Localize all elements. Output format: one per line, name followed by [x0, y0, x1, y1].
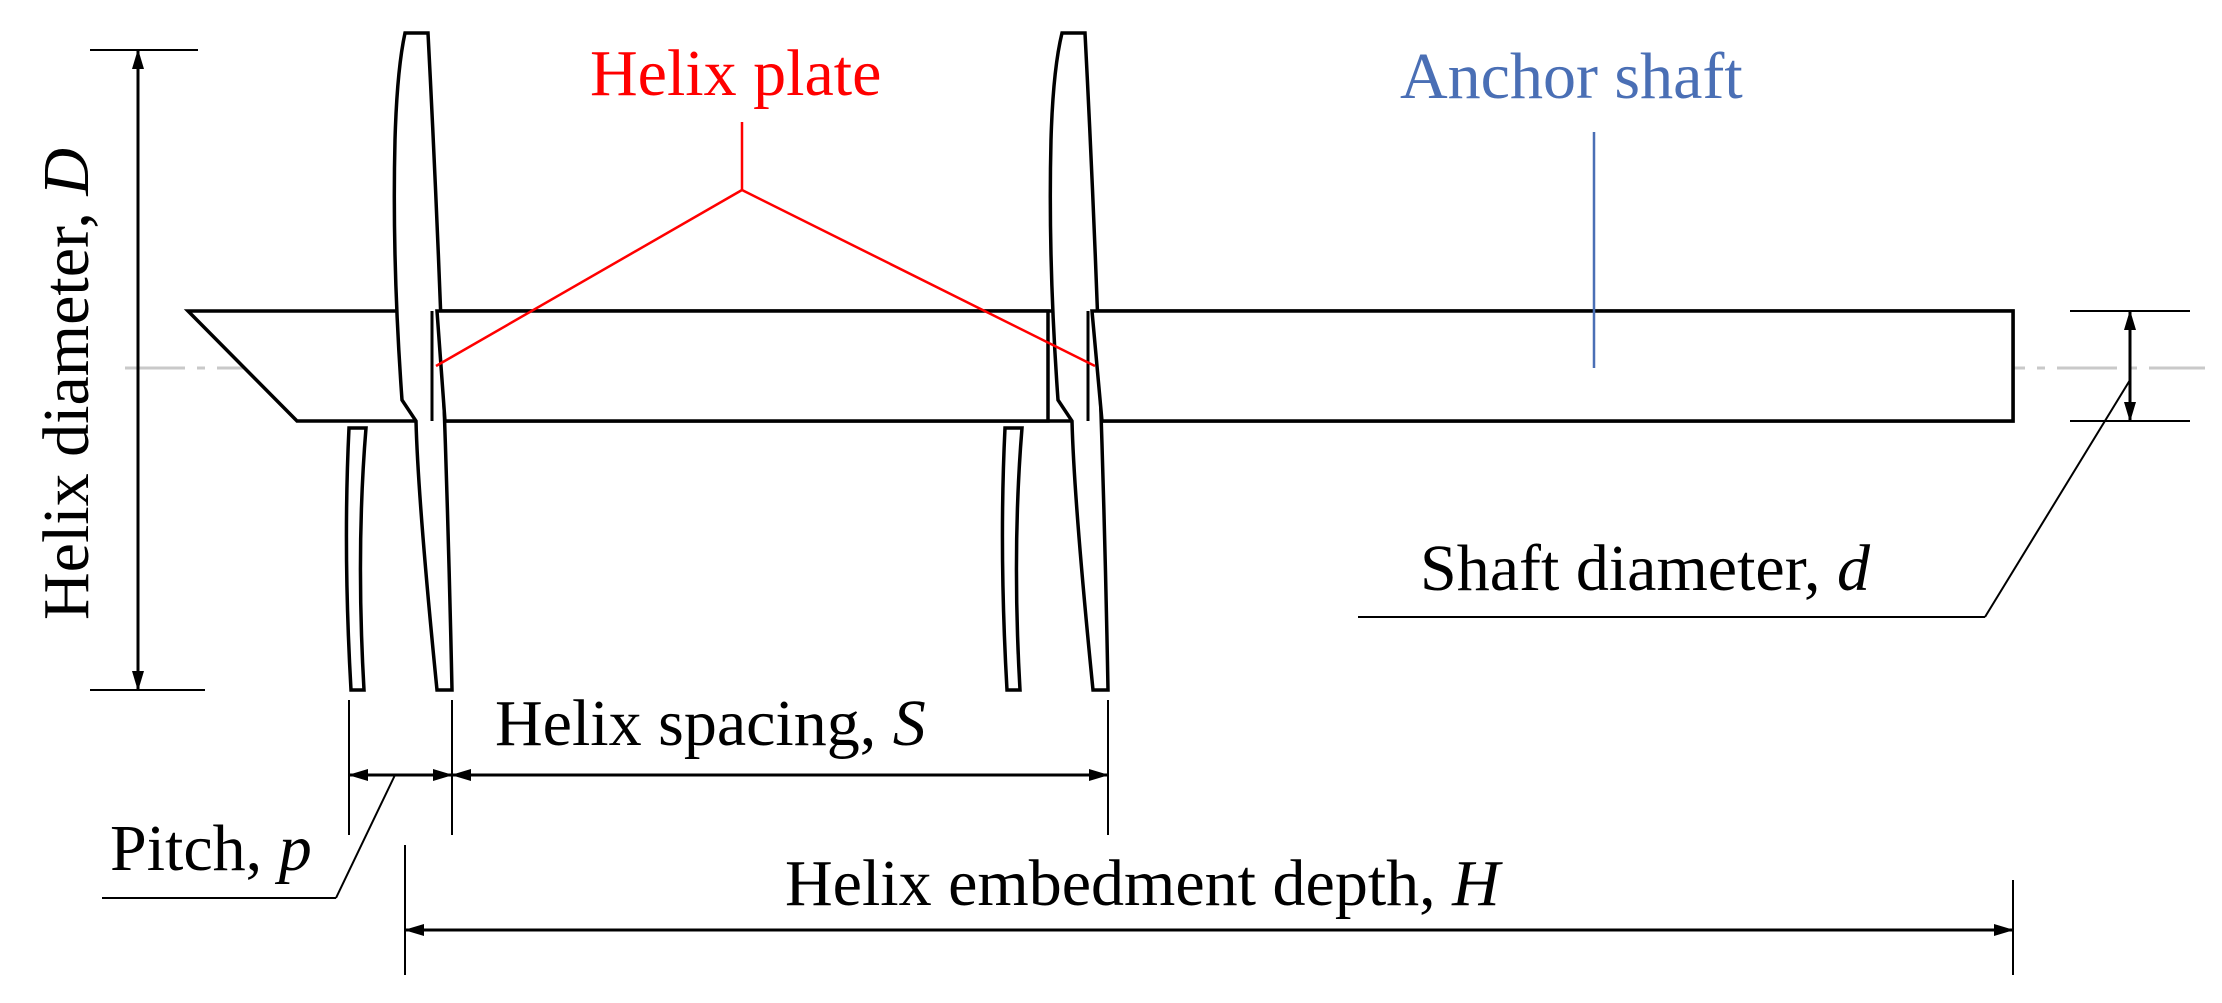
shaft-segment-right — [1090, 309, 2015, 423]
helix-plate-1 — [344, 31, 454, 692]
embedment-depth-dimension — [404, 845, 2014, 975]
helix-spacing-label: Helix spacing, S — [495, 687, 926, 760]
helix-plate-leader — [435, 122, 1096, 368]
shaft-diameter-label: Shaft diameter, d — [1420, 532, 1871, 605]
helix-spacing-dimension — [451, 700, 1109, 835]
anchor-shaft-label: Anchor shaft — [1400, 40, 1743, 113]
shaft-diameter-dimension — [1358, 310, 2190, 618]
helix-plate-label: Helix plate — [590, 37, 881, 110]
helix-diameter-dimension — [90, 49, 205, 691]
shaft-segment-middle — [435, 309, 1050, 423]
pitch-dimension — [102, 700, 453, 899]
pitch-label: Pitch, p — [110, 812, 312, 885]
helix-diameter-label: Helix diameter, D — [30, 148, 103, 620]
embedment-depth-label: Helix embedment depth, H — [785, 847, 1503, 920]
